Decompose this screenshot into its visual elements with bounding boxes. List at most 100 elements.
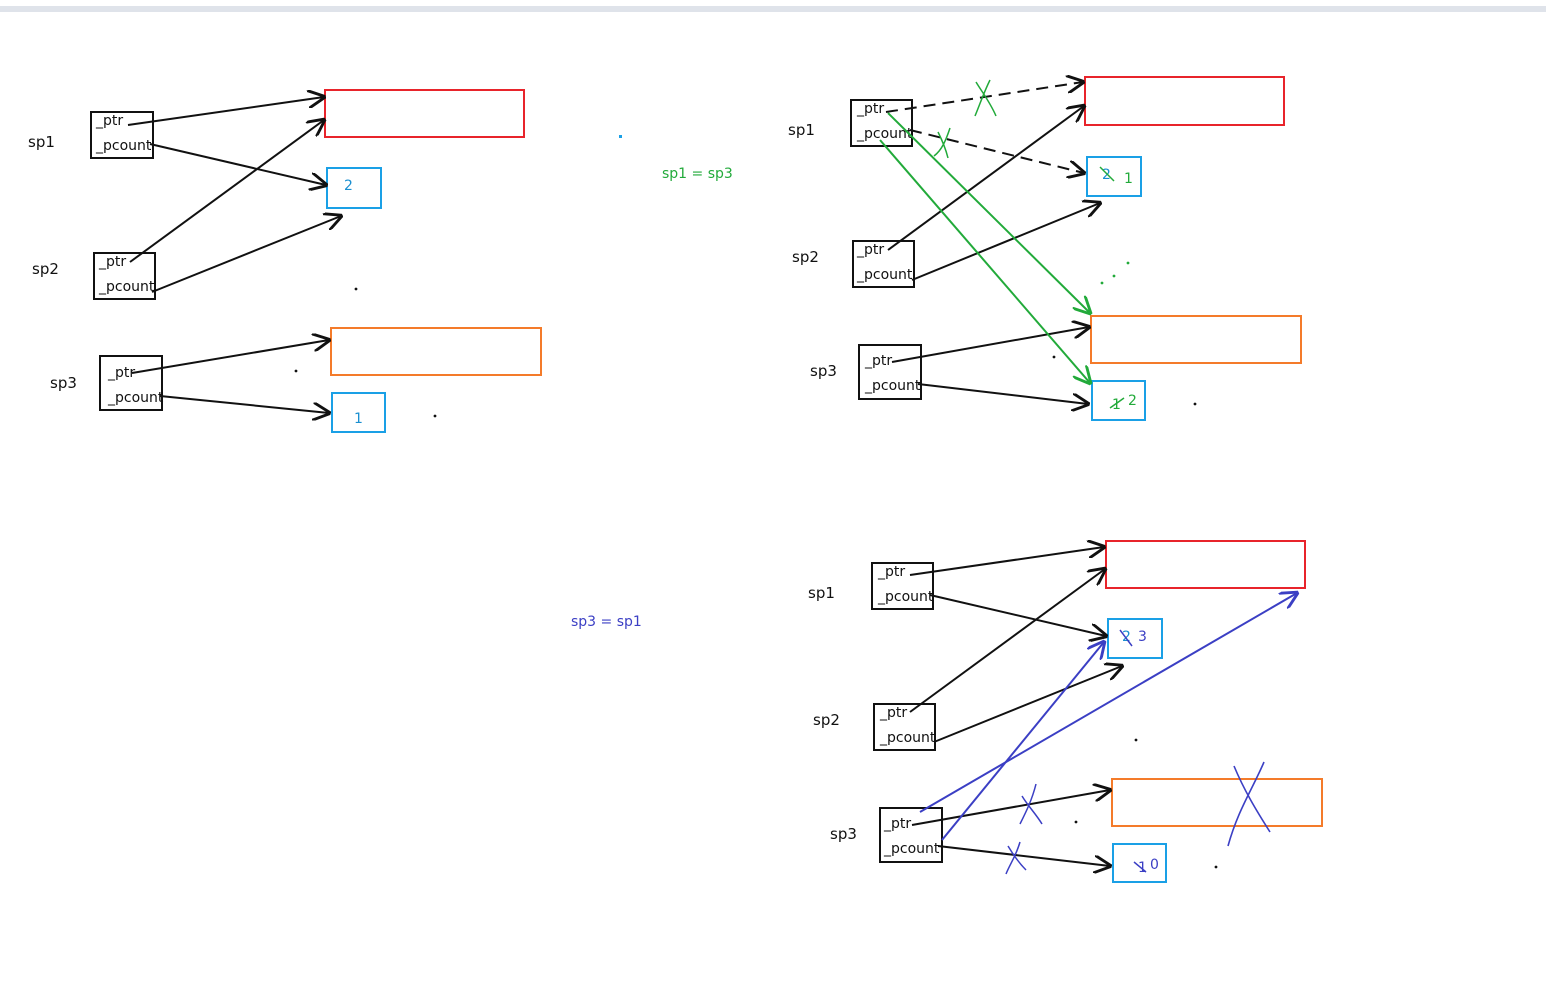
sp2-pcount-arrow	[933, 666, 1122, 743]
stray-dot	[1074, 820, 1078, 824]
sp1-pointer-box	[90, 111, 154, 159]
sp1-new-pcount-arrow	[879, 139, 1090, 383]
sp1-pointer-box	[871, 562, 934, 610]
panel-sp3-eq-sp1: sp1 sp2 sp3 _ptr _pcount _ptr _pcount _p…	[808, 540, 1323, 883]
sp2-ptr-field: _ptr	[98, 254, 126, 270]
sp3-count-new: 0	[1150, 857, 1159, 873]
sp3-pcount-arrow	[159, 395, 329, 413]
sp1-ptr-arrow	[127, 97, 324, 126]
sp1-label: sp1	[28, 133, 55, 151]
sp3-new-pcount-arrow	[941, 642, 1104, 841]
sp3-pcount-arrow	[917, 383, 1088, 404]
stray-dot	[619, 135, 622, 138]
sp3-label: sp3	[50, 374, 77, 392]
stray-dot	[1214, 865, 1218, 869]
sp3-count-old: 1	[1112, 397, 1121, 413]
sp2-ptr-arrow	[129, 120, 324, 263]
sp3-object-box	[1090, 315, 1302, 364]
sp2-ptr-arrow	[887, 106, 1084, 251]
cross-mark	[933, 127, 951, 159]
shared-object-box	[1105, 540, 1306, 589]
shared-count-old: 2	[1102, 167, 1111, 183]
sp1-label: sp1	[808, 584, 835, 602]
strike-mark	[1119, 629, 1133, 647]
stray-dot	[1134, 738, 1138, 742]
sp2-ptr-field: _ptr	[879, 705, 907, 721]
sp3-ptr-arrow	[891, 327, 1089, 363]
sp2-pointer-box	[873, 703, 936, 751]
cross-mark	[974, 79, 997, 117]
shared-object-box	[1084, 76, 1285, 126]
sp1-ptr-field: _ptr	[877, 564, 905, 580]
sp2-pcount-field: _pcount	[856, 267, 913, 283]
sp3-pointer-box	[99, 355, 163, 411]
cross-mark	[1019, 783, 1043, 825]
sp1-old-pcount-arrow	[909, 129, 1084, 173]
sp3-ptr-field: _ptr	[107, 365, 135, 381]
sp2-label: sp2	[792, 248, 819, 266]
sp2-label: sp2	[32, 260, 59, 278]
sp3-object-box	[330, 327, 542, 376]
stray-dot	[433, 414, 437, 418]
sp2-pointer-box	[852, 240, 915, 288]
stray-dot	[294, 369, 298, 373]
operation-sp3-eq-sp1: sp3 = sp1	[571, 614, 642, 630]
sp3-new-ptr-arrow	[919, 593, 1297, 813]
sp3-count-box	[331, 392, 386, 433]
sp2-label: sp2	[813, 711, 840, 729]
sp2-pcount-arrow	[911, 203, 1100, 281]
sp1-ptr-field: _ptr	[95, 113, 123, 129]
sp1-pcount-arrow	[929, 594, 1106, 636]
strike-mark	[1109, 397, 1125, 409]
sp1-pcount-field: _pcount	[877, 589, 934, 605]
sp3-ptr-field: _ptr	[883, 816, 911, 832]
strike-mark	[1099, 166, 1115, 182]
sp2-pcount-field: _pcount	[98, 279, 155, 295]
sp1-label: sp1	[788, 121, 815, 139]
operation-sp1-eq-sp3: sp1 = sp3	[662, 166, 733, 182]
sp3-count-value: 1	[354, 411, 363, 427]
sp1-old-ptr-arrow	[885, 82, 1083, 113]
shared-count-box	[1107, 618, 1163, 659]
stray-dot	[1112, 274, 1116, 278]
stray-dot	[1100, 281, 1104, 285]
sp3-old-pcount-arrow	[937, 845, 1110, 866]
strike-mark	[1133, 861, 1147, 873]
sp3-count-box	[1091, 380, 1146, 421]
sp2-pcount-field: _pcount	[879, 730, 936, 746]
sp3-ptr-arrow	[131, 340, 329, 374]
sp3-old-ptr-arrow	[911, 790, 1110, 826]
sp2-pcount-arrow	[151, 216, 341, 293]
stray-dot	[1052, 355, 1056, 359]
sp2-ptr-field: _ptr	[856, 242, 884, 258]
sp1-pcount-arrow	[149, 143, 326, 185]
stray-dot	[1193, 402, 1197, 406]
sp3-count-box	[1112, 843, 1167, 883]
stray-dot	[1126, 261, 1130, 265]
sp3-object-box	[1111, 778, 1323, 827]
shared-count-value: 2	[344, 178, 353, 194]
sp2-ptr-arrow	[909, 569, 1105, 713]
shared-count-box	[326, 167, 382, 209]
sp1-pcount-field: _pcount	[856, 126, 913, 142]
sp3-count-old: 1	[1138, 860, 1147, 876]
cross-mark	[1005, 841, 1027, 875]
sp3-count-new: 2	[1128, 393, 1137, 409]
panel-sp1-eq-sp3: sp1 sp2 sp3 _ptr _pcount _ptr _pcount _p…	[788, 76, 1302, 421]
stray-dot	[354, 287, 358, 291]
sp1-new-ptr-arrow	[887, 112, 1090, 313]
window-top-bar	[0, 6, 1546, 12]
sp3-pointer-box	[879, 807, 943, 863]
sp3-label: sp3	[830, 825, 857, 843]
sp1-pointer-box	[850, 99, 913, 147]
sp1-ptr-field: _ptr	[856, 101, 884, 117]
shared-count-new: 1	[1124, 171, 1133, 187]
sp1-pcount-field: _pcount	[95, 138, 152, 154]
cross-mark	[1227, 761, 1271, 847]
sp1-ptr-arrow	[909, 547, 1104, 576]
shared-count-old: 2	[1122, 629, 1131, 645]
panel-initial: sp1 sp2 sp3 _ptr _pcount _ptr _pcount _p…	[28, 89, 622, 433]
shared-object-box	[324, 89, 525, 138]
shared-count-new: 3	[1138, 629, 1147, 645]
